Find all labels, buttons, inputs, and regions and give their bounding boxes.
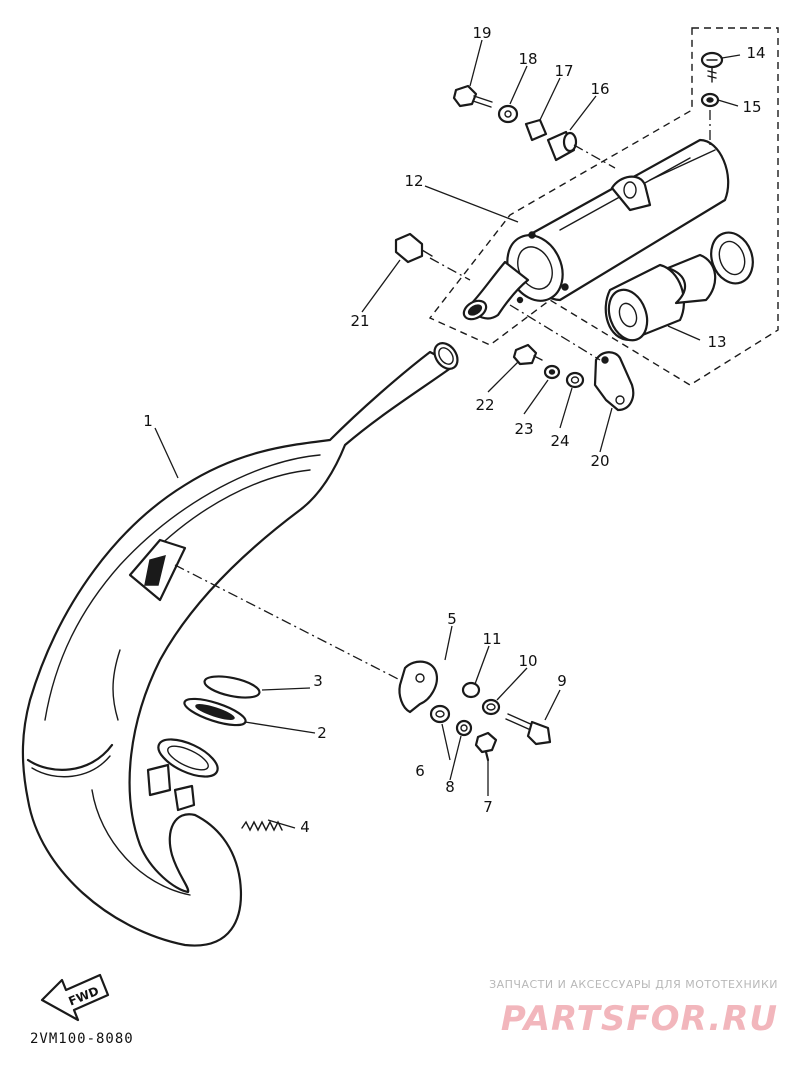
label-23: 23	[514, 420, 533, 438]
part-10-damper	[481, 698, 501, 716]
part-18-washer	[497, 104, 519, 124]
part-4-spring	[241, 820, 283, 832]
label-3: 3	[313, 672, 323, 690]
assembly-lines	[174, 110, 711, 681]
label-20: 20	[590, 452, 609, 470]
part-23-washer	[543, 364, 561, 380]
label-21: 21	[350, 312, 369, 330]
label-2: 2	[317, 724, 327, 742]
part-5-bracket	[398, 660, 438, 714]
label-17: 17	[554, 62, 573, 80]
part-labels: 1 2 3 4 5 6 7 8 9 10 11 12 13 14 15 16 1…	[143, 24, 765, 836]
part-6-collar	[429, 704, 451, 724]
label-7: 7	[483, 798, 493, 816]
label-13: 13	[707, 333, 726, 351]
watermark-logo: PARTSFOR.RU	[501, 999, 778, 1039]
label-leaders	[154, 39, 741, 829]
label-24: 24	[550, 432, 569, 450]
part-15-washer	[700, 92, 720, 108]
part-21-nut	[394, 232, 433, 264]
watermark: ЗАПЧАСТИ И АКСЕССУАРЫ ДЛЯ МОТОТЕХНИКИ PA…	[489, 978, 778, 1039]
part-2-gasket	[183, 697, 247, 727]
label-19: 19	[472, 24, 491, 42]
part-3-o-ring	[203, 675, 261, 699]
label-12: 12	[404, 172, 423, 190]
fwd-arrow: FWD	[40, 973, 110, 1022]
part-19-bolt	[452, 84, 493, 108]
label-10: 10	[518, 652, 537, 670]
part-16-grommet	[546, 130, 578, 162]
part-24-collar	[565, 371, 585, 389]
part-8-washer	[455, 719, 473, 737]
label-6: 6	[415, 762, 425, 780]
part-9-bolt	[505, 713, 552, 746]
part-22-bolt	[512, 343, 543, 366]
watermark-caption: ЗАПЧАСТИ И АКСЕССУАРЫ ДЛЯ МОТОТЕХНИКИ	[489, 978, 778, 991]
part-12-silencer	[462, 138, 730, 321]
part-17-collar	[524, 118, 548, 142]
label-5: 5	[447, 610, 457, 628]
part-20-stay	[593, 351, 635, 412]
part-7-bolt	[474, 731, 498, 762]
label-9: 9	[557, 672, 567, 690]
label-15: 15	[742, 98, 761, 116]
label-14: 14	[746, 44, 765, 62]
label-16: 16	[590, 80, 609, 98]
label-1: 1	[143, 412, 153, 430]
label-4: 4	[300, 818, 310, 836]
part-11-damper	[461, 681, 481, 699]
label-18: 18	[518, 50, 537, 68]
label-11: 11	[482, 630, 501, 648]
part-1-expansion-chamber	[21, 342, 459, 947]
diagram-code: 2VM100-8080	[30, 1031, 134, 1047]
label-22: 22	[475, 396, 494, 414]
part-14-screw	[700, 51, 724, 83]
label-8: 8	[445, 778, 455, 796]
part-13-packing	[604, 231, 754, 342]
